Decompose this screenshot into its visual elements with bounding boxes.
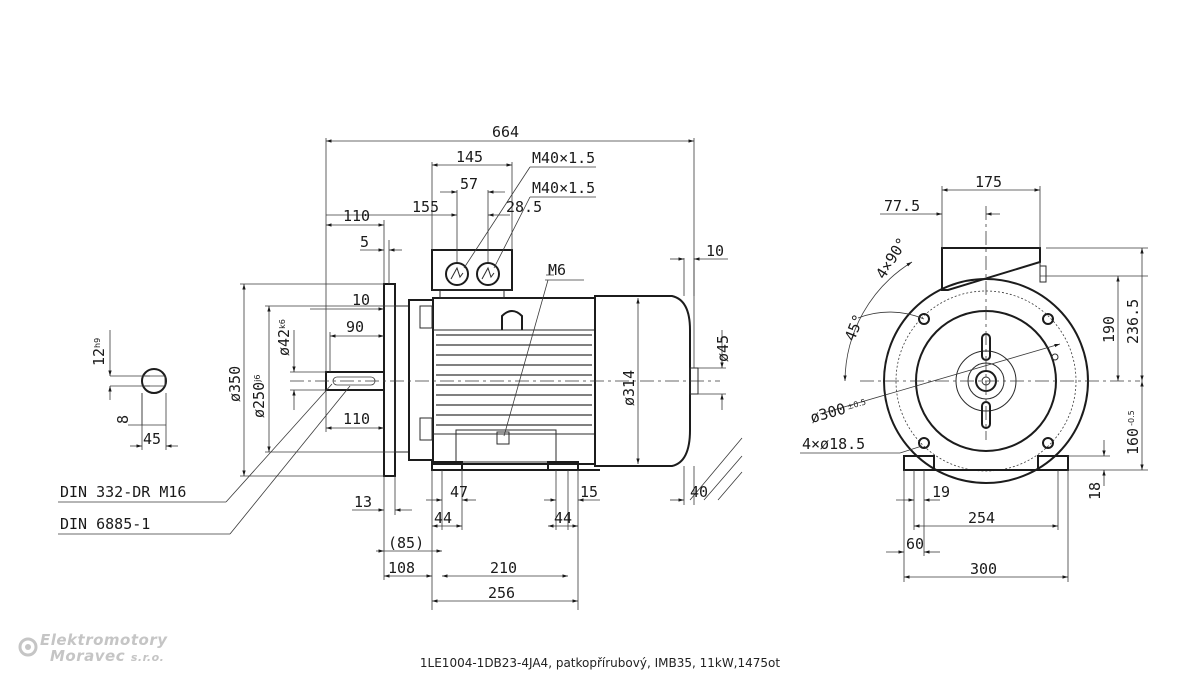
shaft-key-profile <box>143 375 166 387</box>
dim-foot-hole: 19 <box>932 483 950 501</box>
dim-frame-diameter: ø314 <box>620 370 638 406</box>
dim-end-box-width: 175 <box>975 173 1002 191</box>
dim-rear-shaft: ø45 <box>714 335 732 362</box>
cable-gland-1 <box>445 262 469 286</box>
dim-box-position: 155 <box>412 198 439 216</box>
dim-end-box-offset: 77.5 <box>884 197 920 215</box>
cooling-fins <box>436 330 592 434</box>
dim-flange-holes: 4×ø18.5 <box>802 435 865 453</box>
dim-foot-bolt-spacing: 254 <box>968 509 995 527</box>
note-key-standard: DIN 6885-1 <box>60 515 150 533</box>
dim-flange-diameter: ø350 <box>226 366 244 402</box>
dim-shaft-length-top: 110 <box>343 207 370 225</box>
end-view: 175 77.5 4×90° 45° ø300±0.5 4×ø18.5 190 … <box>800 173 1148 582</box>
dim-shaft-diameter: ø42k6 <box>275 319 293 356</box>
dim-overall-length: 664 <box>492 123 519 141</box>
end-shield <box>408 299 434 461</box>
dim-shaft-height: 160-0.5 <box>1124 410 1142 455</box>
flange-hole-3 <box>918 437 930 449</box>
lifting-eye <box>501 310 523 330</box>
dim-height-190: 190 <box>1100 316 1118 343</box>
dim-terminal-box-width: 145 <box>456 148 483 166</box>
dim-foot-47: 47 <box>450 483 468 501</box>
dim-base-width: 300 <box>970 560 997 578</box>
dim-foot-44-left: 44 <box>434 509 452 527</box>
dim-flange-step: 5 <box>360 233 369 251</box>
dim-foot-15: 15 <box>580 483 598 501</box>
dim-foot-spacing: 210 <box>490 559 517 577</box>
dim-foot-44-right: 44 <box>554 509 572 527</box>
dim-angle-45: 45° <box>841 312 868 344</box>
dim-spigot-diameter: ø250j6 <box>250 375 268 418</box>
note-center-hole: DIN 332-DR M16 <box>60 483 186 501</box>
dim-foot-length: 256 <box>488 584 515 602</box>
flange-hole-1 <box>918 313 930 325</box>
dim-flange-pcd: ø300±0.5 <box>808 394 868 427</box>
dim-shaft-length-bottom: 110 <box>343 410 370 428</box>
shaft-section: 12h9 8 45 <box>90 330 178 450</box>
earth-thread-label: M6 <box>548 261 566 279</box>
side-view: 664 145 M40×1.5 57 M40×1.5 155 28.5 110 … <box>58 123 743 610</box>
shaft-height-label: 45 <box>143 430 161 448</box>
dim-85: (85) <box>388 534 424 552</box>
key-width-label: 12h9 <box>90 338 108 366</box>
key-depth-label: 8 <box>114 415 132 424</box>
gear-logo-icon <box>18 637 38 657</box>
drawing-caption: 1LE1004-1DB23-4JA4, patkopřírubový, IMB3… <box>419 656 781 670</box>
dim-height-236: 236.5 <box>1124 299 1142 344</box>
dim-shaft-key-length: 90 <box>346 318 364 336</box>
flange <box>383 283 396 477</box>
gland-thread-1: M40×1.5 <box>532 149 595 167</box>
dim-gland-spacing: 57 <box>460 175 478 193</box>
dim-foot-width: 60 <box>906 535 924 553</box>
earth-terminal <box>496 431 510 445</box>
dim-fan-gap: 10 <box>706 242 724 260</box>
dim-108: 108 <box>388 559 415 577</box>
dim-holes-angle: 4×90° <box>872 234 911 282</box>
foot-housing <box>455 429 557 463</box>
dim-foot-height: 18 <box>1086 482 1104 500</box>
dim-shaft-shoulder: 10 <box>352 291 370 309</box>
flange-hole-4 <box>1042 437 1054 449</box>
logo-line-1: Elektromotory <box>40 631 168 649</box>
end-terminal-box <box>941 247 1041 291</box>
dim-gland-offset: 28.5 <box>506 198 542 216</box>
gland-thread-2: M40×1.5 <box>532 179 595 197</box>
shaft-section-circle <box>141 368 167 394</box>
dim-rear-40: 40 <box>690 483 708 501</box>
logo-suffix: s.r.o. <box>130 651 165 664</box>
flange-neck <box>394 305 410 453</box>
company-logo: Elektromotory Moravec s.r.o. <box>18 632 168 666</box>
fan-cover <box>594 295 691 467</box>
cable-gland-2 <box>476 262 500 286</box>
flange-hole-2 <box>1042 313 1054 325</box>
logo-line-2: Moravec <box>50 647 126 665</box>
dim-flange-thickness: 13 <box>354 493 372 511</box>
